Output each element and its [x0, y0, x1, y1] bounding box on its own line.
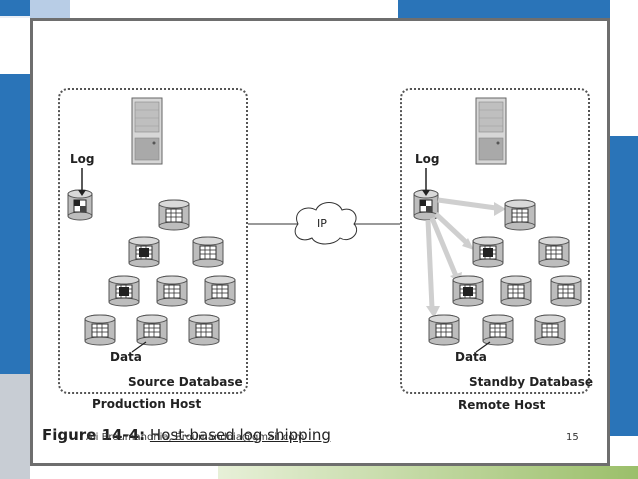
- top-blue-bar-right: [398, 0, 610, 20]
- page-number: 15: [566, 432, 579, 443]
- ip-cloud-shape: [294, 202, 358, 245]
- left-blue-strip: [0, 74, 30, 374]
- source-database-label: Source Database: [128, 375, 243, 389]
- figure-caption: Figure 14-4: Host-based log shipping: [42, 426, 331, 444]
- source-data-label: Data: [110, 350, 142, 364]
- standby-data-label: Data: [455, 350, 487, 364]
- bottom-green-band: [218, 466, 638, 479]
- source-log-label: Log: [70, 152, 95, 166]
- source-data-arrow: [131, 341, 147, 353]
- figure-title: Host-based log shipping: [149, 426, 331, 444]
- standby-data-arrow: [475, 341, 491, 353]
- right-blue-panel: [610, 136, 638, 436]
- production-host-box: [58, 88, 248, 394]
- figure-number: Figure 14-4:: [42, 426, 146, 444]
- standby-log-label: Log: [415, 152, 440, 166]
- remote-host-label: Remote Host: [458, 398, 546, 412]
- shipping-arrows: [425, 197, 497, 309]
- left-gray-strip: [0, 374, 30, 479]
- production-host-label: Production Host: [92, 397, 202, 411]
- footer-author: Ali Broumandnia, Broumandnia@gmail.com: [86, 432, 305, 443]
- ip-label: IP: [317, 217, 327, 230]
- top-blue-bar-left: [0, 0, 30, 16]
- standby-database-label: Standby Database: [469, 375, 594, 389]
- remote-host-box: [400, 88, 590, 394]
